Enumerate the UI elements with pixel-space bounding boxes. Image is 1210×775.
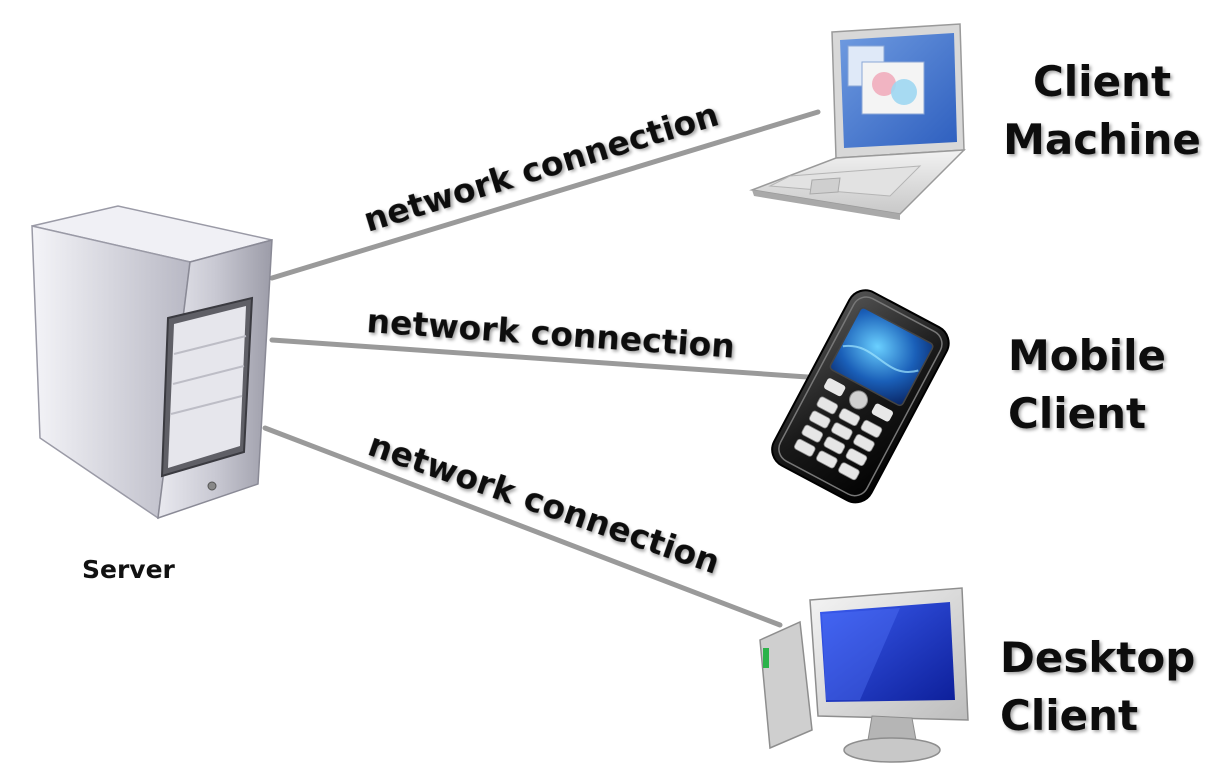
connector-to-desktop (262, 425, 783, 628)
server-label: Server (82, 555, 176, 584)
client-label-desktop-line1: Desktop (1000, 633, 1195, 682)
desktop-computer-icon (759, 587, 969, 763)
client-label-laptop: Client Machine (1003, 57, 1201, 164)
client-label-laptop-line1: Client (1033, 57, 1171, 106)
server-tower-icon (31, 205, 273, 520)
client-label-desktop: Desktop Client (1000, 633, 1195, 740)
laptop-icon (749, 23, 966, 220)
client-label-laptop-line2: Machine (1003, 115, 1201, 164)
connection-label-desktop: network connection (363, 425, 725, 582)
connection-label-mobile: network connection (365, 301, 736, 366)
connection-label-laptop: network connection (359, 94, 723, 239)
client-label-mobile-line2: Client (1008, 389, 1146, 438)
connector-to-mobile (269, 337, 825, 381)
connector-to-laptop (269, 109, 821, 281)
connector-lines (262, 109, 825, 628)
mobile-phone-icon (771, 289, 950, 504)
client-label-mobile-line1: Mobile (1008, 331, 1166, 380)
client-label-desktop-line2: Client (1000, 691, 1138, 740)
client-label-mobile: Mobile Client (1008, 331, 1166, 438)
